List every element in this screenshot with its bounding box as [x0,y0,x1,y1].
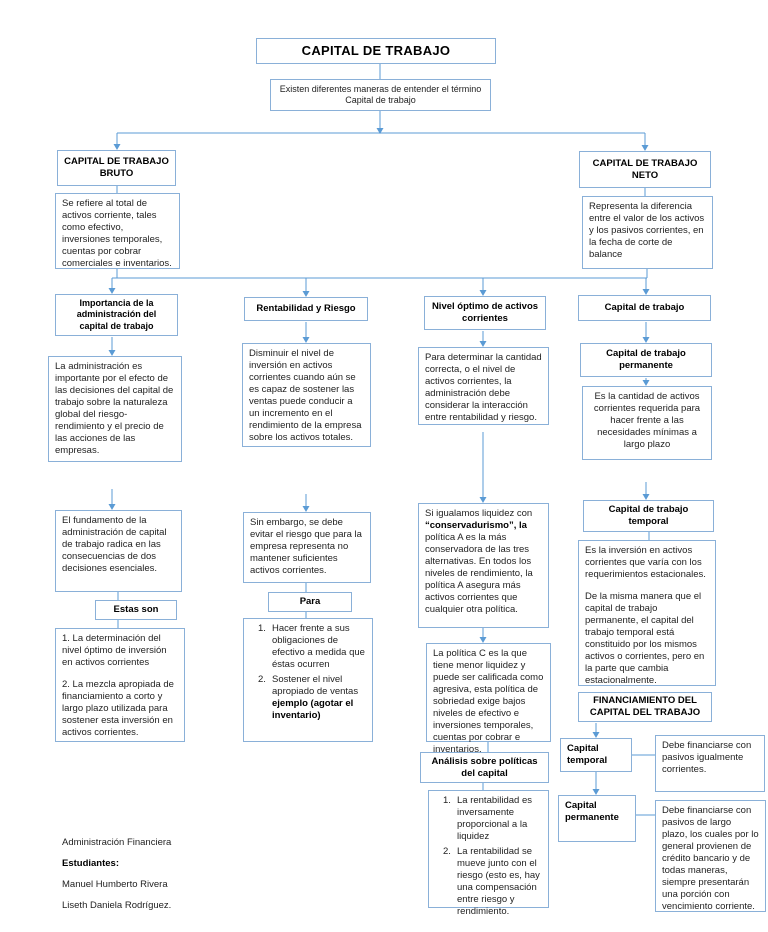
col3-text1-box: Para determinar la cantidad correcta, o … [418,347,549,425]
col3-list-box: 1. La rentabilidad es inversamente propo… [428,790,549,917]
col2-text1-box: Disminuir el nivel de inversión en activ… [242,343,371,447]
credits: Administración Financiera Estudiantes: M… [62,832,171,916]
neto-desc-box: Representa la diferencia entre el valor … [582,196,713,269]
capital-permanente-desc-box: Debe financiarse con pasivos de largo pl… [655,800,766,912]
col2-list-item: 1. Hacer frente a sus obligaciones de ef… [258,623,365,670]
col1-list-box: 1. La determinación del nivel óptimo de … [55,628,185,742]
col4-header-box: Capital de trabajo [578,295,711,321]
col3-text3-box: La política C es la que tiene menor liqu… [426,643,551,755]
col2-label-box: Para [268,592,352,612]
root-subtitle-box: Existen diferentes maneras de entender e… [270,79,491,111]
capital-temporal-desc-box: Debe financiarse con pasivos igualmente … [655,735,765,792]
student-name: Liseth Daniela Rodríguez. [62,900,172,911]
col3-label-box: Análisis sobre políticas del capital [420,752,549,783]
col4-permanente-text-box: Es la cantidad de activos corrientes req… [582,386,712,460]
capital-temporal-box: Capital temporal [560,738,632,772]
bruto-header-box: CAPITAL DE TRABAJO BRUTO [57,150,176,186]
col3-list-item: 2. La rentabilidad se mueve junto con el… [443,845,540,917]
col2-header-box: Rentabilidad y Riesgo [244,297,368,321]
bruto-desc-box: Se refiere al total de activos corriente… [55,193,180,269]
course-name: Administración Financiera [62,837,172,848]
col4-temporal-text-box: Es la inversión en activos corrientes qu… [578,540,716,686]
col3-list-item: 1. La rentabilidad es inversamente propo… [443,795,532,842]
col3-header-box: Nivel óptimo de activos corrientes [424,296,546,330]
col1-text1-box: La administración es importante por el e… [48,356,182,462]
col2-list-box: 1. Hacer frente a sus obligaciones de ef… [243,618,373,742]
col1-header-box: Importancia de la administración del cap… [55,294,178,336]
student-name: Manuel Humberto Rivera [62,879,168,890]
col1-label-box: Estas son [95,600,177,620]
col4-temporal-header-box: Capital de trabajo temporal [583,500,714,532]
col1-list-item: 2. La mezcla apropiada de financiamiento… [62,678,174,738]
financing-header-box: FINANCIAMIENTO DEL CAPITAL DEL TRABAJO [578,692,712,722]
capital-permanente-box: Capital permanente [558,795,636,842]
col3-text2-box: Si igualamos liquidez con “conservaduris… [418,503,549,628]
col4-permanente-header-box: Capital de trabajo permanente [580,343,712,377]
col2-list-item: 2. Sostener el nivel apropiado de ventas… [258,673,359,721]
students-label: Estudiantes: [62,858,120,869]
col1-list-item: 1. La determinación del nivel óptimo de … [62,633,167,668]
col2-text2-box: Sin embargo, se debe evitar el riesgo qu… [243,512,371,583]
root-title-box: CAPITAL DE TRABAJO [256,38,496,64]
col1-text2-box: El fundamento de la administración de ca… [55,510,182,592]
neto-header-box: CAPITAL DE TRABAJO NETO [579,151,711,188]
